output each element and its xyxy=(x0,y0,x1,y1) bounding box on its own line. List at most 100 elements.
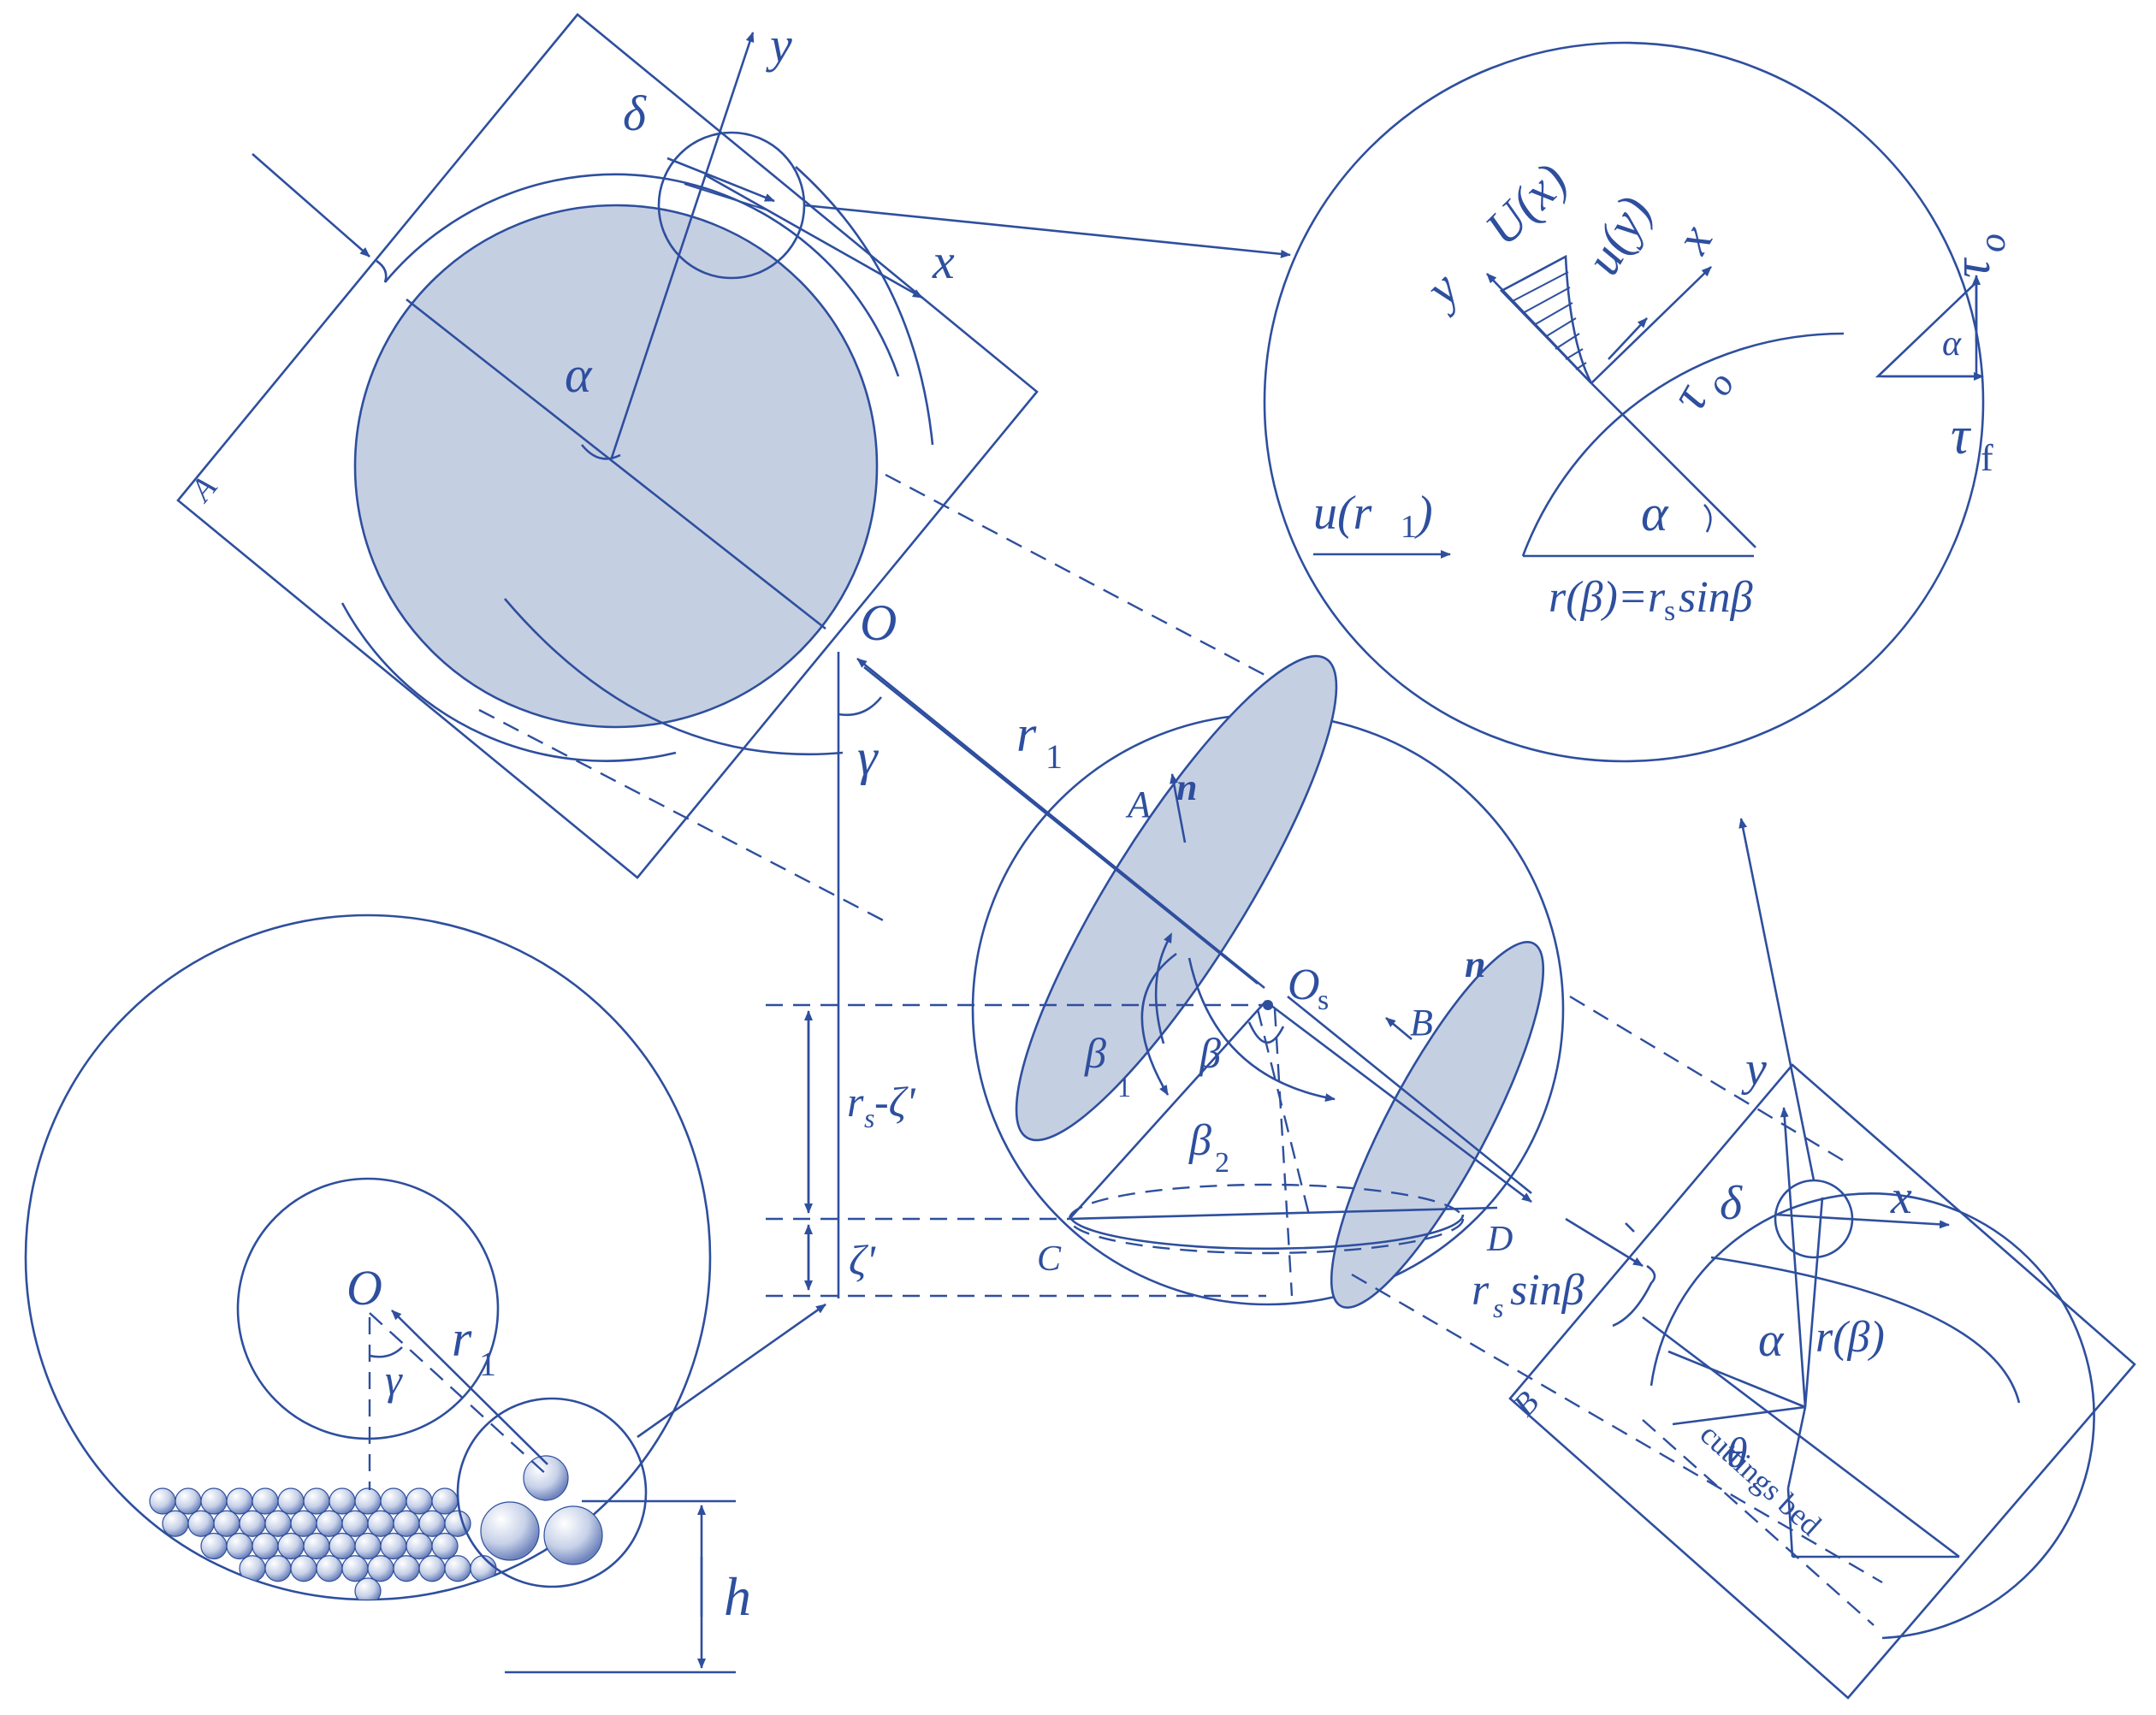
detail-ur1-label: u(r 1 ) xyxy=(1313,487,1433,545)
detail-tau0-triangle-label: τ o xyxy=(1943,234,2013,278)
panel-a-y-axis xyxy=(610,32,755,458)
svg-text:s: s xyxy=(1664,595,1675,627)
panel-b-frame-label: B xyxy=(1506,1385,1546,1423)
bed-particle xyxy=(303,1487,330,1515)
os-to-d-line xyxy=(1287,995,1532,1195)
svg-text:τ: τ xyxy=(1951,407,1972,465)
detail-x-axis xyxy=(1590,266,1712,384)
bed-particle xyxy=(252,1532,279,1560)
bed-particle xyxy=(316,1555,343,1582)
svg-text:r(β)=r: r(β)=r xyxy=(1549,573,1666,622)
plane-a-normal-label: n xyxy=(1176,766,1197,808)
svg-text:1: 1 xyxy=(1045,737,1063,776)
panel-a-delta-label: δ xyxy=(623,86,647,141)
bed-particle xyxy=(367,1555,394,1582)
panel-a-profile-line xyxy=(684,183,767,210)
panel-b-particle-arc xyxy=(1650,1192,2095,1640)
bed-particle xyxy=(239,1510,266,1537)
panel-b-theta-line xyxy=(1786,1406,1807,1489)
panel-a-tangent-lower xyxy=(478,708,891,926)
base-ellipse-front xyxy=(1069,1214,1465,1251)
svg-text:r: r xyxy=(1472,1266,1490,1315)
bed-particle xyxy=(418,1555,446,1582)
rs-zeta-label: r s -ζ' xyxy=(847,1078,916,1133)
section-o-label: O xyxy=(346,1260,382,1316)
bed-particle xyxy=(406,1532,433,1560)
panel-a-x-axis xyxy=(705,174,923,299)
cuttings-bed xyxy=(149,1487,497,1600)
svg-text:O: O xyxy=(1288,961,1320,1009)
panel-a-frame xyxy=(176,13,1039,879)
panel-b-y-label: y xyxy=(1741,1043,1767,1096)
particle-zoom-circle xyxy=(456,1397,648,1588)
panel-a-gap-mark xyxy=(376,259,388,283)
zoom-connector-top xyxy=(803,204,1291,258)
panel-a-alpha-arc xyxy=(580,444,621,460)
gamma-arc xyxy=(838,696,883,717)
svg-text:sinβ: sinβ xyxy=(1510,1266,1584,1315)
svg-text:2: 2 xyxy=(1215,1147,1229,1179)
svg-text:r: r xyxy=(1016,706,1037,762)
os-point xyxy=(1263,1000,1273,1010)
bed-particle xyxy=(341,1510,369,1537)
rs-sin-label: r s sinβ xyxy=(1472,1266,1584,1323)
sphere-axis-dashed xyxy=(1273,1008,1294,1297)
bed-particle xyxy=(354,1487,382,1515)
panel-b-center-line xyxy=(1667,1350,1806,1409)
cross-section: O r 1 γ h xyxy=(24,914,826,1674)
panel-a-x-label: x xyxy=(932,234,955,289)
r1-label: r 1 xyxy=(1016,706,1063,776)
svg-text:β: β xyxy=(1188,1116,1211,1165)
panel-b-radius-line xyxy=(1804,1197,1824,1408)
panel-b-to-detail-arrow xyxy=(1738,818,1815,1181)
detail-Ux-label: U(x) xyxy=(1474,152,1578,256)
panel-a-lower-arc xyxy=(341,602,677,762)
detail-x-label: x xyxy=(1663,215,1723,263)
bed-particle xyxy=(277,1487,305,1515)
panel-a-outer-arc xyxy=(384,173,900,377)
bed-particle xyxy=(162,1510,189,1537)
bed-particle xyxy=(341,1555,369,1582)
r1-arrow xyxy=(856,657,1265,990)
panel-b-delta-label: δ xyxy=(1720,1177,1743,1230)
c-to-d-line xyxy=(1069,1206,1498,1221)
plane-a-ellipse xyxy=(1015,654,1338,1142)
bed-particle xyxy=(213,1510,240,1537)
svg-text:o: o xyxy=(1971,234,2013,252)
bed-particle xyxy=(380,1487,407,1515)
detail-y-label: y xyxy=(1412,261,1470,319)
beta-one-arc xyxy=(1154,932,1172,1044)
panel-b-gap-mark xyxy=(1625,1222,1635,1233)
detail-tau0-arrow xyxy=(1608,317,1648,360)
bed-particle xyxy=(329,1532,356,1560)
r1-line xyxy=(863,665,1259,985)
bed-particle xyxy=(290,1510,317,1537)
bed-particle xyxy=(316,1510,343,1537)
panel-b-y-axis xyxy=(1780,1107,1807,1408)
detail-triangle-alpha: α xyxy=(1942,324,1962,364)
bed-height-label: h xyxy=(724,1566,751,1627)
plane-b-normal-label: n xyxy=(1465,943,1485,985)
svg-text:f: f xyxy=(1981,437,1993,479)
panel-b-outer-arc xyxy=(1710,1256,2021,1404)
detail-surface-arc xyxy=(1521,332,1845,557)
bed-particle xyxy=(418,1510,446,1537)
detail-alpha-label: α xyxy=(1641,485,1669,541)
panel-b-rbeta-label: r(β) xyxy=(1815,1313,1885,1362)
svg-text:r: r xyxy=(847,1078,864,1126)
section-gamma-label: γ xyxy=(385,1356,403,1404)
bed-particle xyxy=(187,1510,215,1537)
plane-b-normal-arrow xyxy=(1385,1017,1413,1040)
zeta-label: ζ' xyxy=(849,1236,876,1284)
bed-particle xyxy=(393,1555,420,1582)
beta-one-label: 1 xyxy=(1117,1072,1131,1103)
panel-b-theta-label: θ xyxy=(1727,1428,1748,1476)
bed-particle xyxy=(470,1555,497,1582)
detail-circle xyxy=(1263,41,1985,763)
d-label: D xyxy=(1486,1220,1513,1259)
panel-a-y-label: y xyxy=(766,17,792,73)
svg-text:r: r xyxy=(452,1310,472,1367)
detail-velocity-profile xyxy=(1499,254,1593,384)
